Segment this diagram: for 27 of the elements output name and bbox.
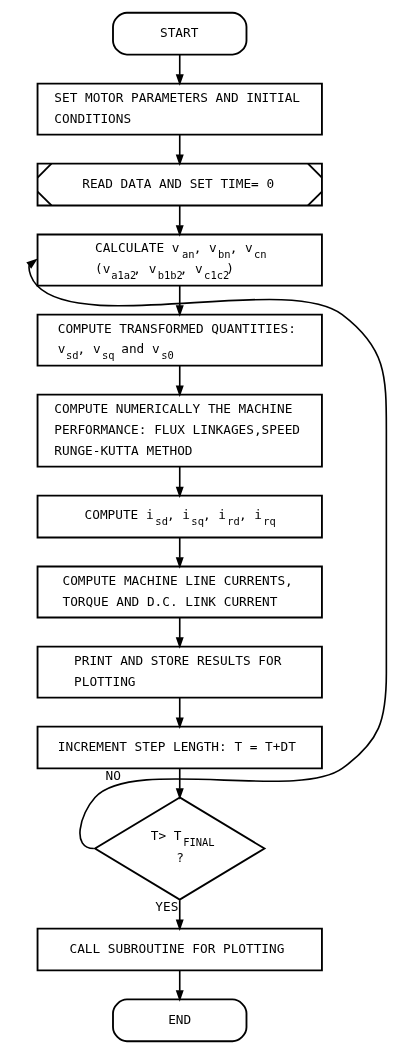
arrow	[175, 465, 184, 499]
arrow	[175, 536, 184, 569]
arrow	[175, 899, 184, 931]
node-box: END	[112, 998, 248, 1043]
arrow	[175, 54, 184, 86]
arrow	[175, 616, 184, 649]
node-box: CALCULATE v$_{an}$, v$_{bn}$, v$_{cn}$ (v$_{a1a2}$, v$_{b1b2}$, v$_{c1c2}$)	[36, 233, 323, 287]
arrow	[175, 284, 184, 317]
node-box: CALL SUBROUTINE FOR PLOTTING	[36, 927, 323, 972]
node-box: COMPUTE TRANSFORMED QUANTITIES: v$_{sd}$, v$_{sq}$ and v$_{s0}$	[36, 313, 323, 367]
arrow	[175, 204, 184, 237]
arrow	[175, 697, 184, 729]
node-diamond: T> T$_{FINAL}$ ?	[93, 796, 267, 901]
node-box: START	[112, 11, 248, 56]
arrow	[175, 767, 184, 800]
node-box: SET MOTOR PARAMETERS AND INITIAL CONDITIONS	[36, 82, 323, 136]
edge-label: YES	[155, 898, 179, 914]
node-box: COMPUTE i$_{sd}$, i$_{sq}$, i$_{rd}$, i$_{rq}$	[36, 494, 323, 539]
arrow	[26, 258, 388, 850]
node-box: COMPUTE MACHINE LINE CURRENTS, TORQUE AND D.C. LINK CURRENT	[36, 565, 323, 619]
arrow	[175, 969, 184, 1002]
edge-label: NO	[105, 767, 121, 783]
arrow	[175, 134, 184, 166]
arrow	[175, 365, 184, 397]
node-box: INCREMENT STEP LENGTH: T = T+DT	[36, 725, 323, 770]
node-box: PRINT AND STORE RESULTS FOR PLOTTING	[36, 645, 323, 699]
node-box: COMPUTE NUMERICALLY THE MACHINE PERFORMANCE: FLUX LINKAGES,SPEED RUNGE-KUTTA METHOD	[36, 393, 323, 468]
